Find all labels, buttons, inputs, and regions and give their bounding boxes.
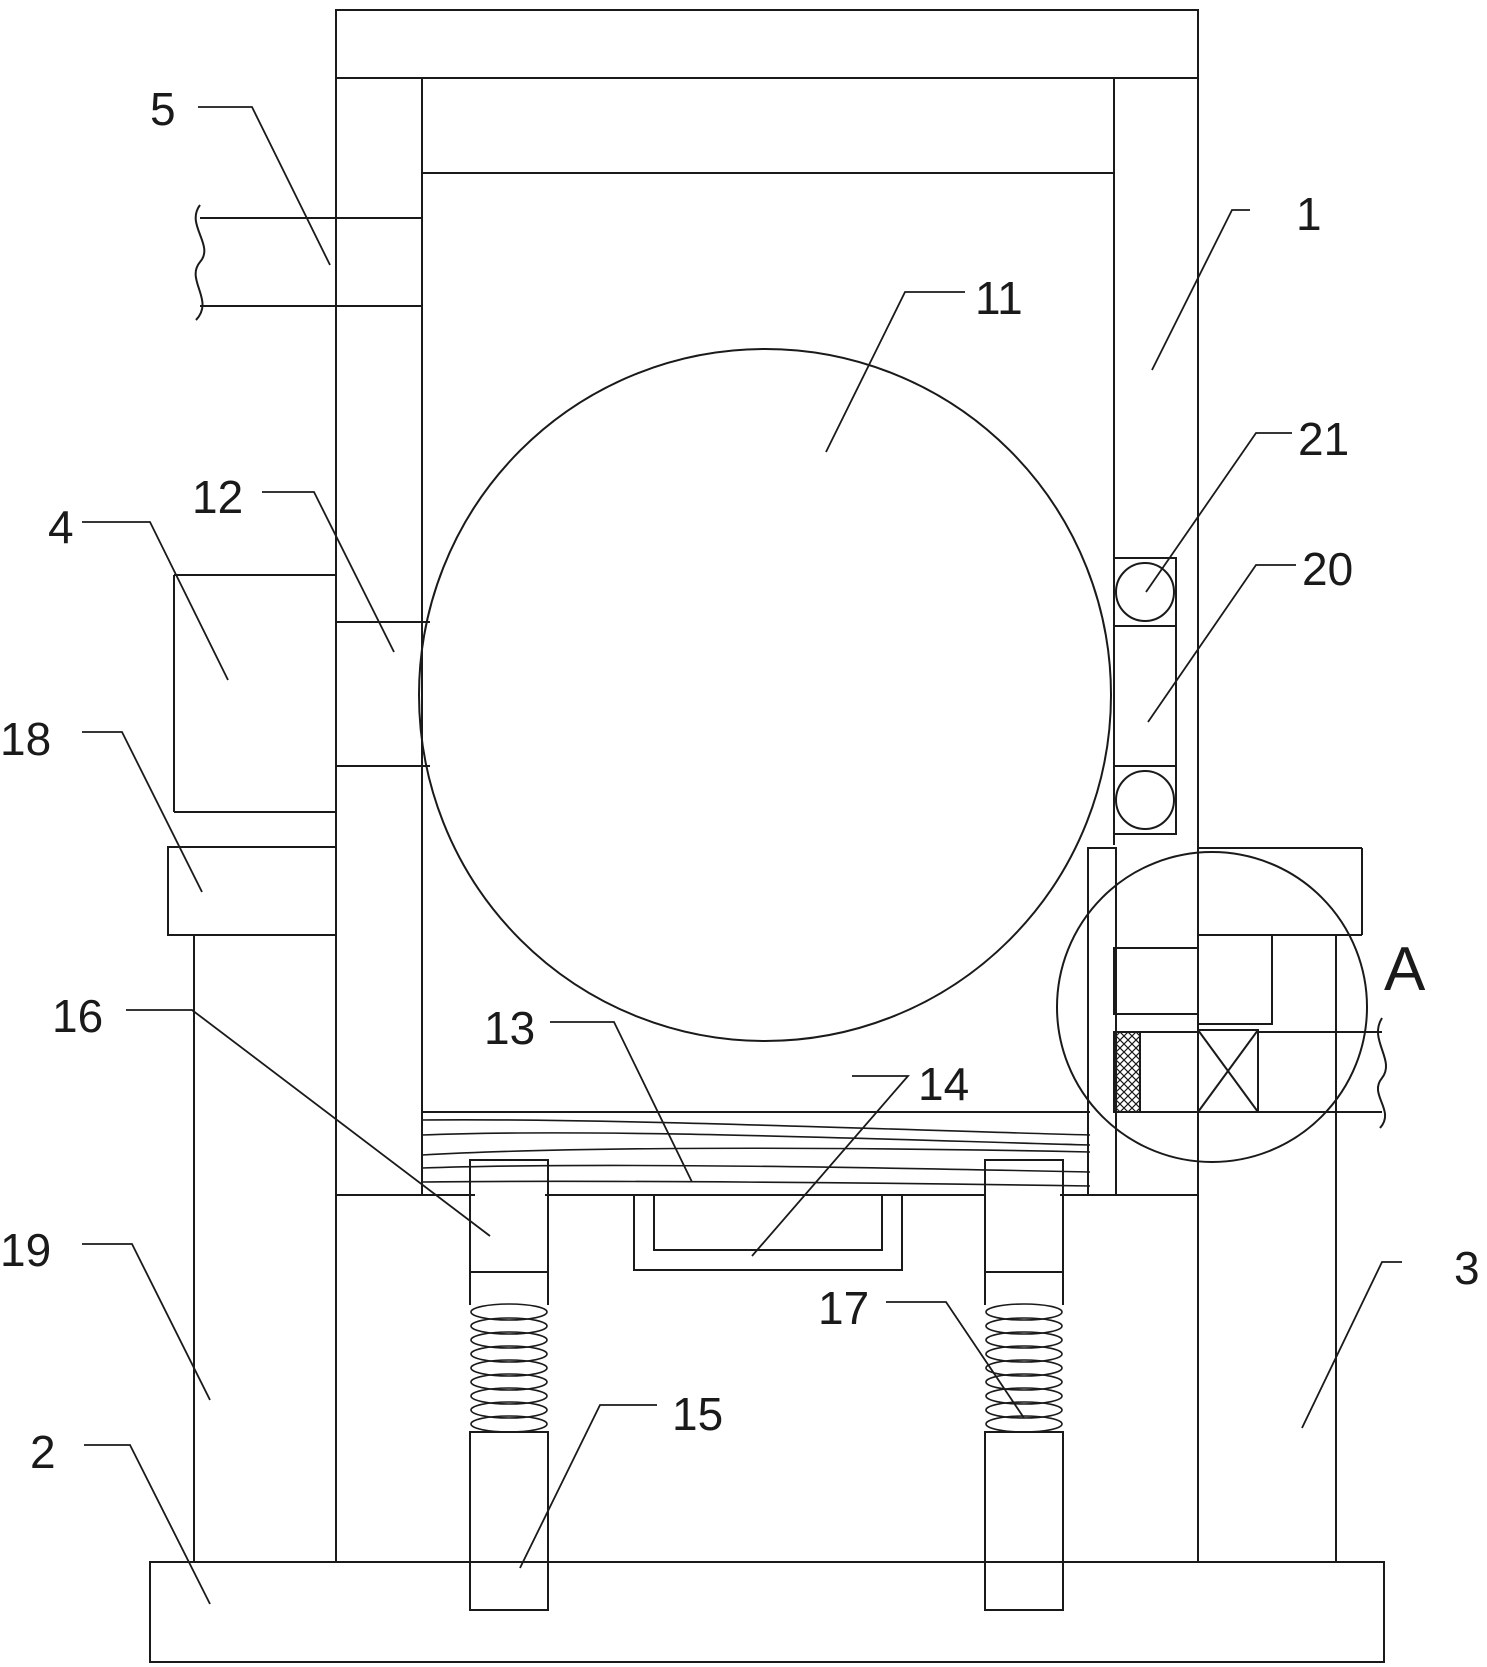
collection-tray [633,1195,903,1271]
label-18: 18 [0,713,51,765]
inlet-pipe [194,204,422,321]
label-15: 15 [672,1388,723,1440]
base-plate [149,1561,1385,1663]
label-17: 17 [818,1282,869,1334]
valve-box [1197,1029,1259,1113]
label-a: A [1384,935,1426,1004]
label-13: 13 [484,1002,535,1054]
label-11: 11 [975,272,1023,324]
label-16: 16 [52,990,103,1042]
detail-circle-a [1056,851,1368,1163]
label-2: 2 [30,1426,56,1478]
label-4: 4 [48,501,74,553]
right-support-parts [1087,847,1388,1196]
label-20: 20 [1302,543,1353,595]
label-21: 21 [1298,413,1349,465]
label-1: 1 [1296,188,1322,240]
label-5: 5 [150,83,176,135]
leader-lines [82,106,1402,1605]
label-12: 12 [192,471,243,523]
left-spring-assembly [469,1159,549,1611]
label-19: 19 [0,1224,51,1276]
shaft-block [336,621,430,767]
part-labels: 5 1 11 21 12 4 20 18 A 16 13 14 19 3 17 … [0,83,1480,1478]
curved-plates [421,1118,1091,1187]
label-14: 14 [918,1058,969,1110]
motor-box [173,574,336,813]
right-spring-assembly [984,1159,1064,1611]
hatched-seal [1113,1031,1141,1113]
label-3: 3 [1454,1242,1480,1294]
roller-stack [1113,557,1177,835]
main-frame [335,9,1199,1562]
drum-circle [418,348,1112,1042]
left-support-plate [167,846,337,936]
